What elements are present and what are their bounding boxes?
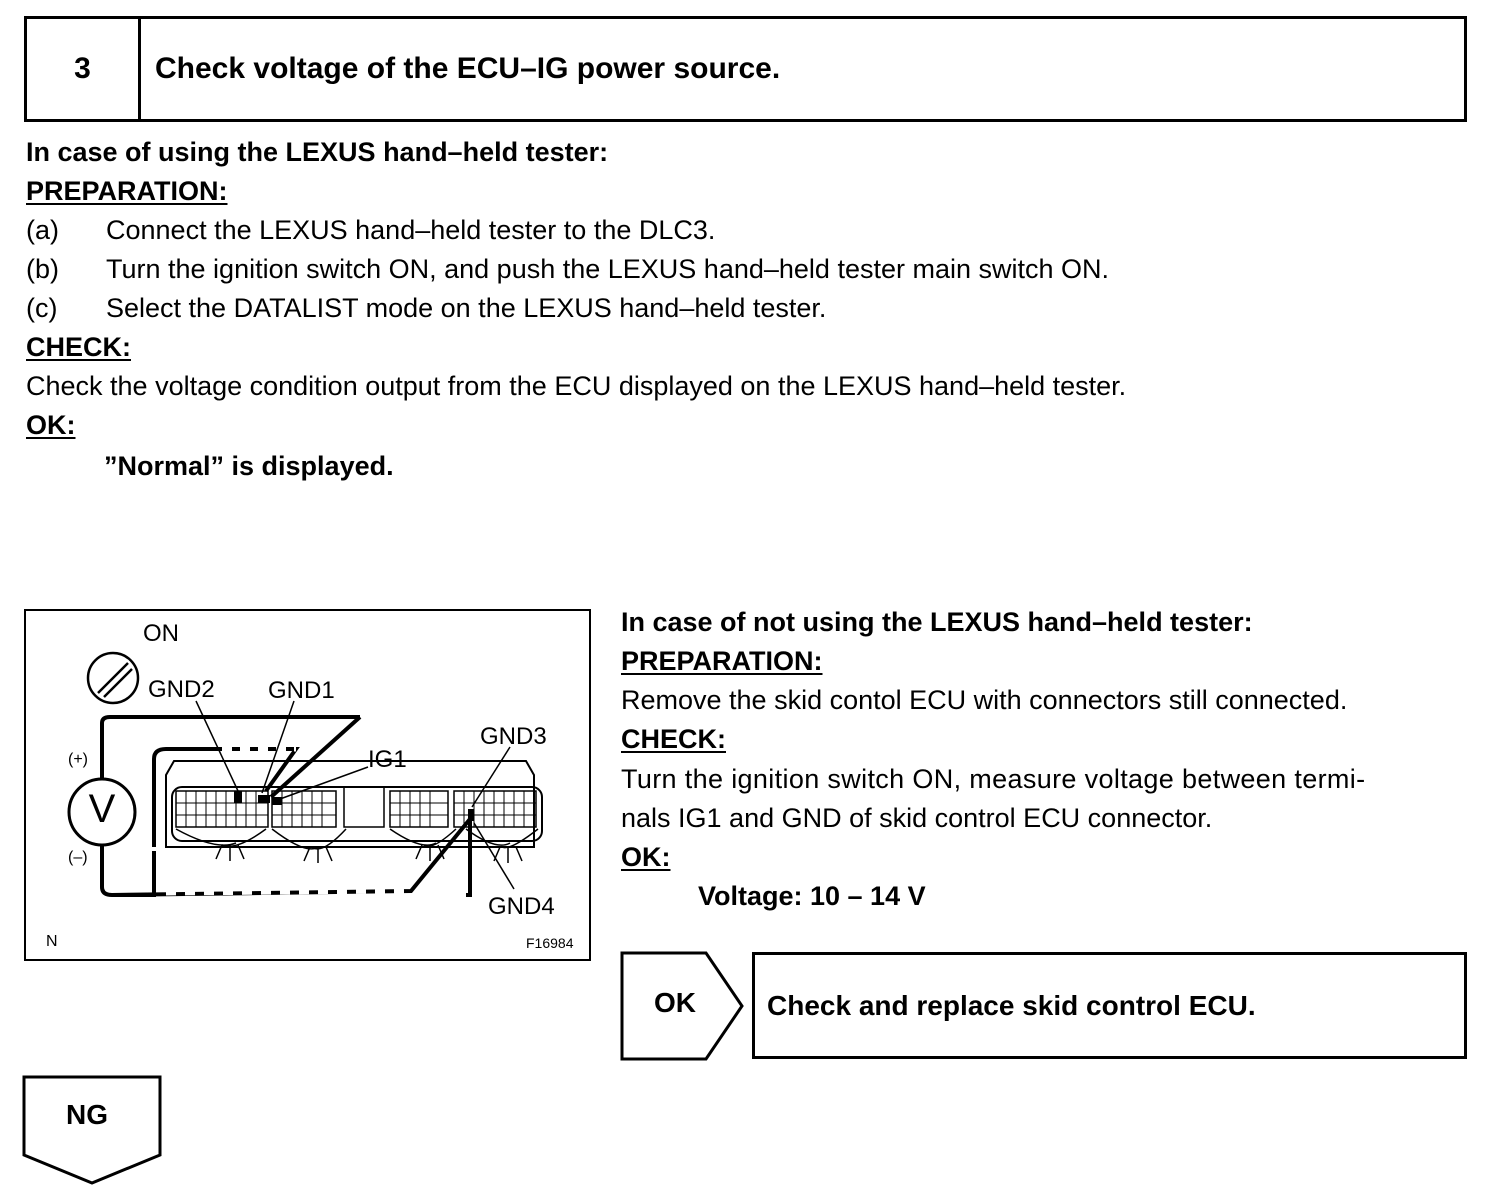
no-tester-prep-label: PREPARATION: [621, 646, 823, 676]
step-number: 3 [27, 19, 141, 119]
ecu-connector [165, 760, 543, 863]
no-tester-ok-label: OK: [621, 842, 671, 872]
ok-tag-shape [620, 951, 744, 1061]
ignition-key-icon [86, 651, 140, 705]
prep-step-a-mark: (a) [26, 215, 59, 245]
figure-corner-left: N [46, 933, 58, 950]
tester-heading: In case of using the LEXUS hand–held tes… [26, 137, 609, 167]
no-tester-check-line2: nals IG1 and GND of skid control ECU con… [621, 803, 1213, 833]
figure-minus-label: (–) [68, 849, 88, 866]
prep-step-c-text: Select the DATALIST mode on the LEXUS ha… [106, 293, 827, 323]
figure-ig1-label: IG1 [368, 746, 407, 773]
tester-ok-text: ”Normal” is displayed. [104, 451, 394, 481]
figure-gnd3-label: GND3 [480, 723, 547, 750]
figure-on-label: ON [143, 620, 179, 647]
figure-gnd1-label: GND1 [268, 677, 335, 704]
prep-step-b-text: Turn the ignition switch ON, and push th… [106, 254, 1110, 284]
step-header: 3 Check voltage of the ECU–IG power sour… [24, 16, 1467, 122]
wiring-figure: ON GND2 GND1 IG1 GND3 GND4 (+) (–) V N F… [24, 609, 591, 961]
no-tester-prep-text: Remove the skid contol ECU with connecto… [621, 685, 1348, 715]
prep-step-b-mark: (b) [26, 254, 59, 284]
voltmeter-label: V [88, 787, 116, 831]
ok-result-text: Check and replace skid control ECU. [767, 989, 1256, 1021]
tester-check-text: Check the voltage condition output from … [26, 371, 1127, 401]
no-tester-ok-text: Voltage: 10 – 14 V [698, 881, 926, 911]
no-tester-check-line1: Turn the ignition switch ON, measure vol… [621, 764, 1366, 794]
ok-tag-label: OK [654, 987, 696, 1018]
tester-ok-label: OK: [26, 410, 76, 440]
figure-plus-label: (+) [68, 751, 88, 768]
prep-step-a-text: Connect the LEXUS hand–held tester to th… [106, 215, 716, 245]
ng-tag-shape [22, 1075, 162, 1185]
figure-gnd4-label: GND4 [488, 893, 555, 920]
tester-prep-label: PREPARATION: [26, 176, 228, 206]
no-tester-check-label: CHECK: [621, 724, 726, 754]
prep-step-b: (b) Turn the ignition switch ON, and pus… [26, 250, 1426, 289]
ng-tag-label: NG [66, 1099, 108, 1130]
tester-check-label: CHECK: [26, 332, 131, 362]
wiring-diagram [67, 651, 543, 897]
prep-step-c-mark: (c) [26, 293, 58, 323]
figure-code: F16984 [526, 935, 574, 951]
step-title: Check voltage of the ECU–IG power source… [155, 52, 781, 85]
voltmeter-icon [67, 777, 137, 847]
prep-step-a: (a) Connect the LEXUS hand–held tester t… [26, 211, 1426, 250]
ok-result-box: Check and replace skid control ECU. [752, 952, 1467, 1059]
no-tester-heading: In case of not using the LEXUS hand–held… [621, 607, 1253, 637]
figure-gnd2-label: GND2 [148, 676, 215, 703]
prep-step-c: (c) Select the DATALIST mode on the LEXU… [26, 289, 1426, 328]
